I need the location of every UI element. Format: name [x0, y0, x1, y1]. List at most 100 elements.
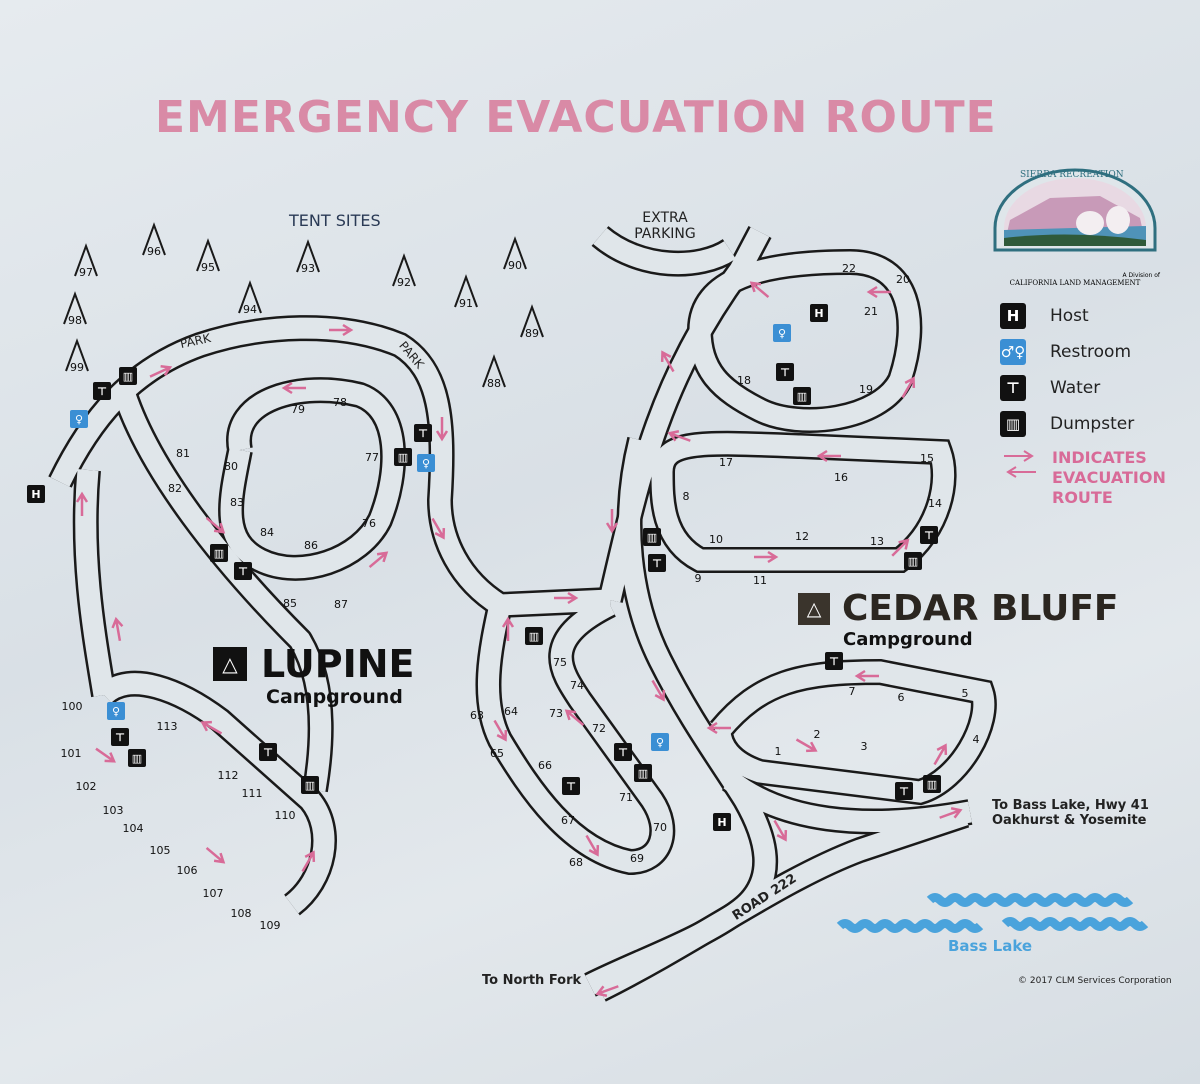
water-faucet-icon-glyph: ⊤: [780, 366, 790, 379]
water-faucet-icon: [562, 777, 580, 795]
site-number-102: 102: [76, 780, 97, 793]
road-surface: [220, 379, 404, 579]
lupine-sub: Campground: [266, 686, 403, 708]
dumpster-icon-glyph: ▥: [214, 547, 224, 560]
water-faucet-icon: [895, 782, 913, 800]
site-number-109: 109: [260, 919, 281, 932]
host-icon: [27, 485, 45, 503]
tent-site-marker: [238, 280, 262, 314]
road-surface: [75, 469, 115, 697]
evacuation-arrow: [564, 709, 585, 727]
site-number-88: 88: [487, 377, 501, 390]
water-faucet-icon: [259, 743, 277, 761]
lake-wave: [926, 893, 1134, 907]
restroom-icon-glyph: ♀: [656, 736, 664, 749]
water-faucet-icon-glyph: ⊤: [97, 385, 107, 398]
water-faucet-icon: [776, 363, 794, 381]
evacuation-arrow: [301, 850, 316, 873]
host-icon: [810, 304, 828, 322]
to-north-fork-label: To North Fork: [482, 973, 582, 988]
evacuation-arrow: [749, 281, 770, 299]
lake-wave: [1001, 917, 1149, 931]
site-number-105: 105: [150, 844, 171, 857]
site-number-112: 112: [218, 769, 239, 782]
dumpster-icon: [301, 776, 319, 794]
water-faucet-icon: [648, 554, 666, 572]
water-faucet-icon: [614, 743, 632, 761]
copyright: © 2017 CLM Services Corporation: [1018, 976, 1172, 986]
site-number-73: 73: [549, 707, 563, 720]
site-number-100: 100: [62, 700, 83, 713]
site-number-86: 86: [304, 539, 318, 552]
tent-site-marker: [482, 354, 506, 388]
dumpster-icon: [128, 749, 146, 767]
site-number-68: 68: [569, 856, 583, 869]
tent-site-marker: [196, 238, 220, 272]
road-surface: [477, 595, 673, 873]
site-number-7: 7: [849, 685, 856, 698]
host-icon: [713, 813, 731, 831]
dumpster-icon-glyph: ▥: [123, 370, 133, 383]
dumpster-icon: [210, 544, 228, 562]
evac-line-3: ROUTE: [1052, 488, 1113, 507]
evacuation-arrow: [866, 285, 891, 299]
water-faucet-icon-glyph: ⊤: [652, 557, 662, 570]
restroom-icon: [70, 410, 88, 428]
site-number-76: 76: [362, 517, 376, 530]
site-number-110: 110: [275, 809, 296, 822]
tent-site-marker: [296, 239, 320, 273]
site-number-77: 77: [365, 451, 379, 464]
evacuation-arrow: [939, 807, 963, 819]
road-surface: [96, 673, 335, 914]
site-number-4: 4: [973, 733, 980, 746]
water-faucet-icon-glyph: ⊤: [899, 785, 909, 798]
host-icon-glyph: H: [717, 816, 726, 829]
evacuation-arrow: [816, 449, 841, 463]
site-number-20: 20: [896, 273, 910, 286]
map-title: EMERGENCY EVACUATION ROUTE: [155, 92, 997, 143]
site-number-67: 67: [561, 814, 575, 827]
site-number-95: 95: [201, 261, 215, 274]
site-number-81: 81: [176, 447, 190, 460]
restroom-icon: [417, 454, 435, 472]
site-number-70: 70: [653, 821, 667, 834]
dumpster-icon: ▥: [1000, 411, 1026, 437]
site-number-99: 99: [70, 361, 84, 374]
evacuation-arrow: [795, 738, 818, 753]
site-number-93: 93: [301, 262, 315, 275]
site-number-87: 87: [334, 598, 348, 611]
water-faucet-icon: [234, 562, 252, 580]
evacuation-arrow: [706, 721, 731, 735]
site-number-104: 104: [123, 822, 144, 835]
site-number-66: 66: [538, 759, 552, 772]
site-number-64: 64: [504, 705, 518, 718]
restroom-icon-glyph: ♀: [75, 413, 83, 426]
dumpster-icon-glyph: ▥: [132, 752, 142, 765]
site-number-16: 16: [834, 471, 848, 484]
evacuation-arrow: [585, 834, 600, 857]
site-number-6: 6: [898, 691, 905, 704]
water-faucet-icon-glyph: ⊤: [566, 780, 576, 793]
lupine-name: LUPINE: [261, 642, 415, 686]
site-number-74: 74: [570, 679, 584, 692]
restroom-icon: [773, 324, 791, 342]
tent-icon: △: [798, 592, 830, 625]
site-number-10: 10: [709, 533, 723, 546]
dumpster-icon: [923, 775, 941, 793]
host-icon: H: [1000, 303, 1026, 329]
site-number-11: 11: [753, 574, 767, 587]
site-number-19: 19: [859, 383, 873, 396]
site-number-15: 15: [920, 452, 934, 465]
dumpster-icon-glyph: ▥: [529, 630, 539, 643]
site-number-113: 113: [157, 720, 178, 733]
legend-dumpster: ▥Dumpster: [1000, 406, 1166, 442]
evacuation-arrow: [111, 616, 124, 642]
site-number-1: 1: [775, 745, 782, 758]
evacuation-arrow: [149, 364, 173, 378]
evacuation-arrow: [933, 743, 948, 766]
evacuation-arrow: [901, 376, 916, 399]
site-number-84: 84: [260, 526, 274, 539]
bass-lake-label: Bass Lake: [948, 937, 1033, 955]
site-number-85: 85: [283, 597, 297, 610]
